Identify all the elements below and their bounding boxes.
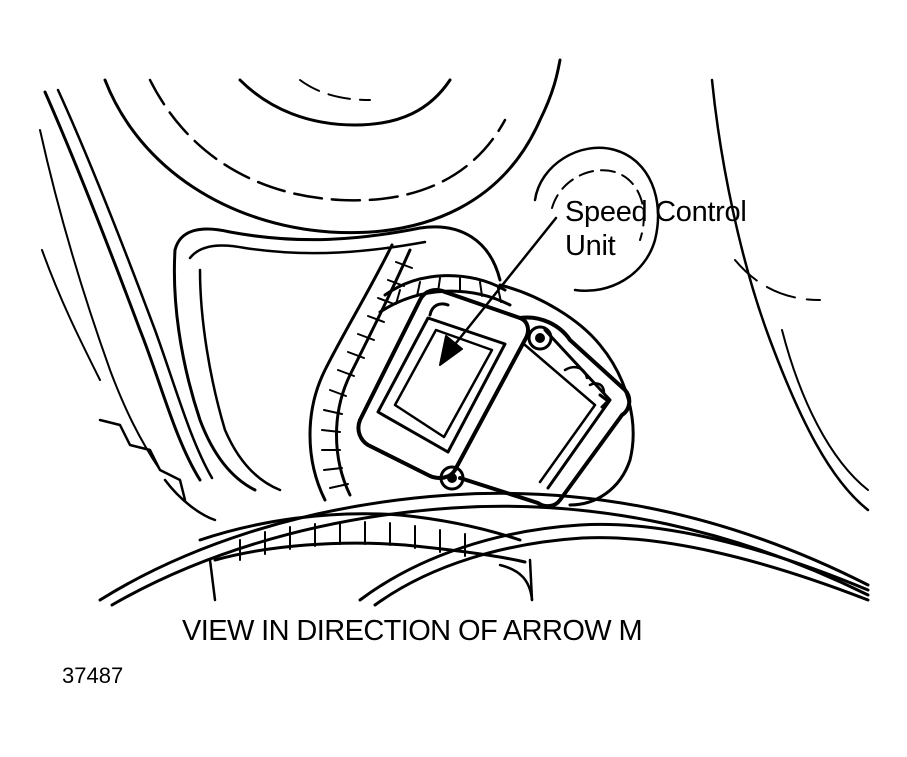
figure-number: 37487 — [62, 663, 124, 688]
left-body-panel — [39, 88, 217, 522]
right-body-panel — [710, 78, 870, 512]
figure-caption: VIEW IN DIRECTION OF ARROW M — [182, 615, 643, 647]
callout-arrow — [439, 216, 558, 366]
circular-opening — [533, 146, 660, 292]
upper-arch — [103, 58, 562, 235]
callout-label-line-2: Unit — [565, 230, 616, 262]
mounting-bracket — [172, 225, 502, 492]
speed-control-unit — [356, 283, 635, 509]
lower-cables — [98, 491, 870, 607]
wiring-loom — [198, 243, 527, 564]
callout-label-line-1: Speed Control — [565, 196, 747, 228]
